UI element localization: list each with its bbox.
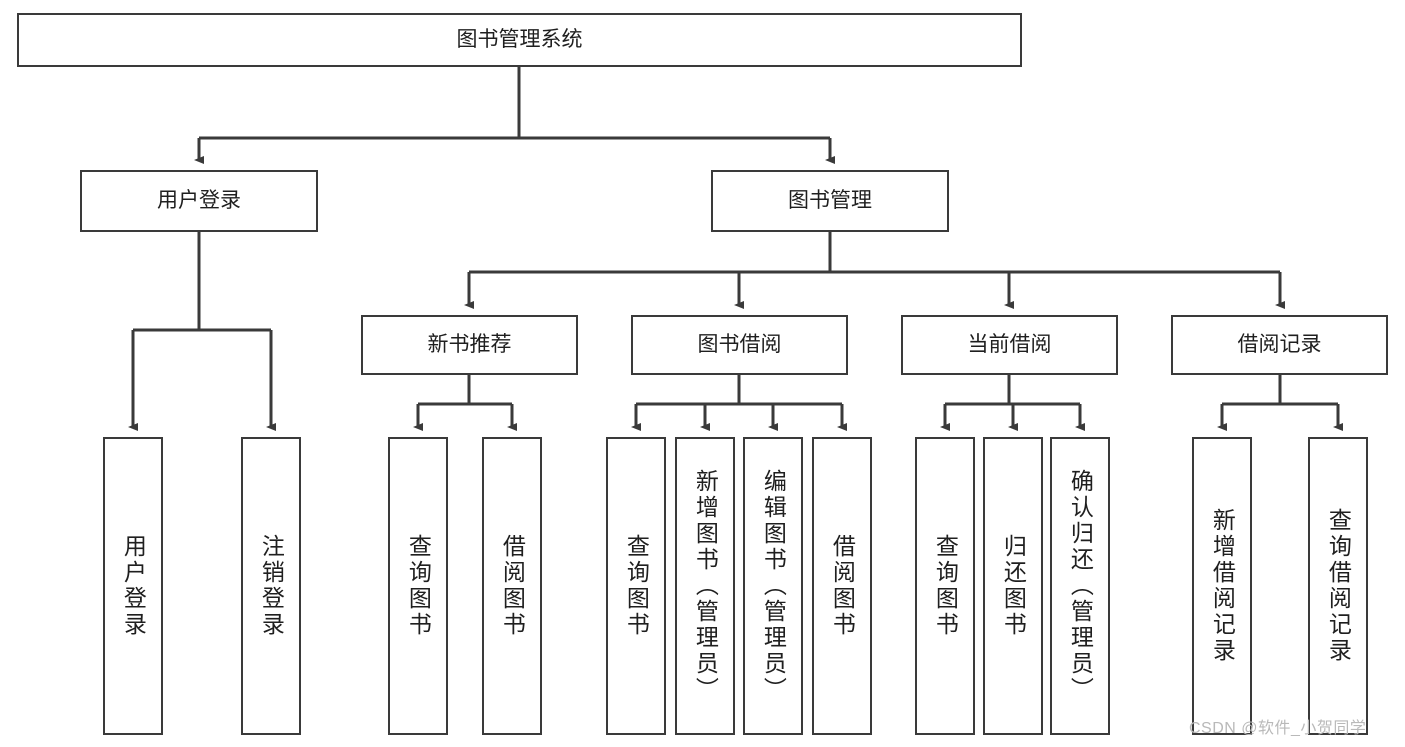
node-leaf-return-book[interactable]: 归还图书 [983,437,1043,735]
node-label: 用户登录 [157,188,241,212]
node-label: 新增借阅记录 [1209,508,1236,664]
node-label: 查询图书 [932,534,959,638]
node-leaf-query-book-3[interactable]: 查询图书 [915,437,975,735]
node-label: 查询图书 [623,534,650,638]
node-leaf-query-record[interactable]: 查询借阅记录 [1308,437,1368,735]
node-label: 查询图书 [405,534,432,638]
node-label: 新书推荐 [427,332,512,356]
node-label: 借阅图书 [829,534,856,638]
node-label: 图书借阅 [697,332,782,356]
node-label: 查询借阅记录 [1325,508,1352,664]
node-user-login[interactable]: 用户登录 [80,170,318,232]
node-leaf-edit-book[interactable]: 编辑图书（管理员） [743,437,803,735]
node-leaf-logout-login[interactable]: 注销登录 [241,437,301,735]
node-leaf-add-record[interactable]: 新增借阅记录 [1192,437,1252,735]
node-leaf-user-login[interactable]: 用户登录 [103,437,163,735]
node-label: 当前借阅 [967,332,1052,356]
node-current-borrow[interactable]: 当前借阅 [901,315,1118,375]
node-label: 归还图书 [1000,534,1027,638]
node-label: 编辑图书（管理员） [760,469,787,703]
node-root-book-management-system[interactable]: 图书管理系统 [17,13,1022,67]
node-label: 注销登录 [258,534,285,638]
node-label: 图书管理系统 [456,27,583,51]
node-label: 用户登录 [120,534,147,638]
node-leaf-borrow-book-1[interactable]: 借阅图书 [482,437,542,735]
node-leaf-confirm-return[interactable]: 确认归还（管理员） [1050,437,1110,735]
node-label: 借阅图书 [499,534,526,638]
node-label: 图书管理 [788,188,872,212]
node-new-book-recommend[interactable]: 新书推荐 [361,315,578,375]
node-label: 借阅记录 [1237,332,1322,356]
node-borrow-record[interactable]: 借阅记录 [1171,315,1388,375]
node-book-manage[interactable]: 图书管理 [711,170,949,232]
node-leaf-query-book-1[interactable]: 查询图书 [388,437,448,735]
node-label: 确认归还（管理员） [1067,469,1094,703]
node-leaf-add-book[interactable]: 新增图书（管理员） [675,437,735,735]
node-leaf-borrow-book-2[interactable]: 借阅图书 [812,437,872,735]
node-leaf-query-book-2[interactable]: 查询图书 [606,437,666,735]
node-label: 新增图书（管理员） [692,469,719,703]
node-book-borrow[interactable]: 图书借阅 [631,315,848,375]
